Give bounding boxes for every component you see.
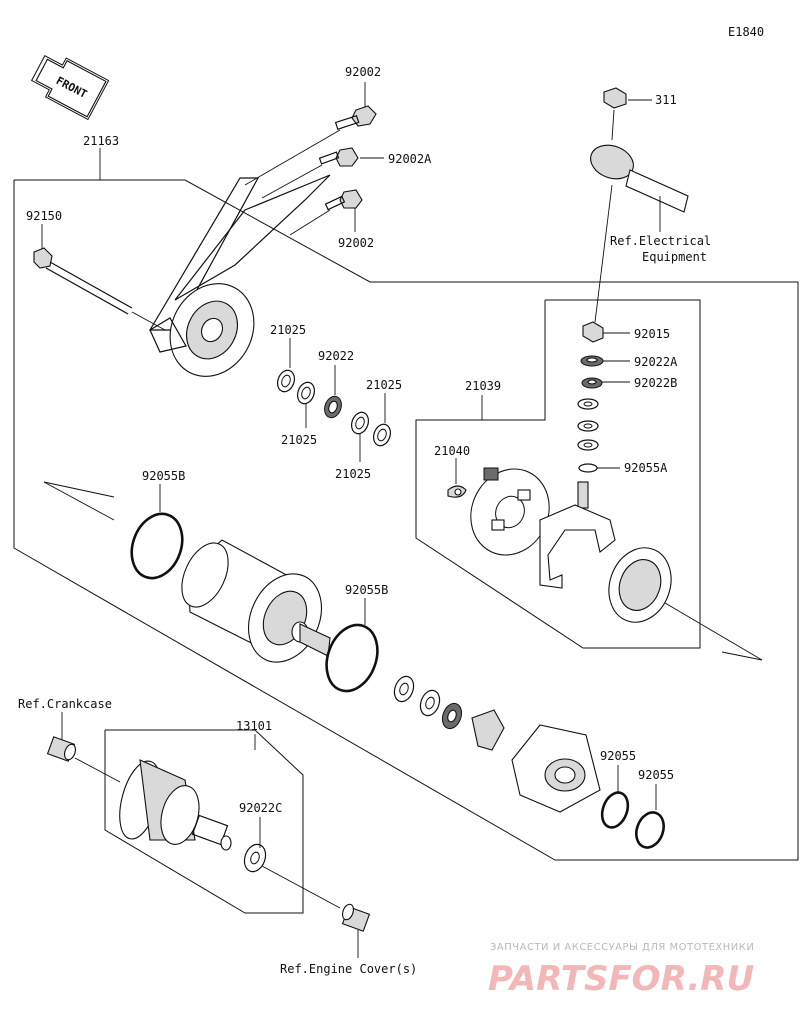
- washer-92022A: [580, 355, 630, 367]
- label-21163: 21163: [83, 134, 119, 148]
- oring-92055A: [578, 463, 620, 473]
- bolt-92002-mid: [289, 189, 363, 236]
- oring-92055B-right: [325, 598, 379, 693]
- brush-holder-yoke: [539, 481, 672, 623]
- terminal-nut-311: [603, 87, 652, 141]
- label-92055A: 92055A: [624, 461, 668, 475]
- through-bolt-92150: [33, 224, 166, 331]
- label-92055B-right: 92055B: [345, 583, 388, 597]
- brush-spring-21040: [447, 458, 467, 498]
- brush-plate: [470, 467, 550, 556]
- label-ref-electrical-equipment: Equipment: [642, 250, 707, 264]
- label-311: 311: [655, 93, 677, 107]
- starter-yoke: [181, 539, 331, 663]
- label-13101: 13101: [236, 719, 272, 733]
- bolt-92002-top: [244, 82, 377, 186]
- brush-group-frame: [415, 299, 701, 649]
- label-ref-crankcase: Ref.Crankcase: [18, 697, 112, 711]
- label-21039: 21039: [465, 379, 501, 393]
- engine-cover-bushing: [341, 903, 371, 958]
- label-92022C: 92022C: [239, 801, 282, 815]
- insulator-stack: [577, 398, 599, 451]
- label-ref-engine-cover: Ref.Engine Cover(s): [280, 962, 417, 976]
- washer-92022B: [581, 377, 630, 389]
- label-92002-top: 92002: [345, 65, 381, 79]
- label-92150: 92150: [26, 209, 62, 223]
- front-washers: [393, 675, 505, 751]
- label-21025-b: 21025: [281, 433, 317, 447]
- starter-clutch-13101: [119, 759, 232, 851]
- label-92022A: 92022A: [634, 355, 678, 369]
- nut-92015: [582, 321, 630, 343]
- label-92015: 92015: [634, 327, 670, 341]
- label-21025-d: 21025: [366, 378, 402, 392]
- label-ref-electrical: Ref.Electrical: [610, 234, 711, 248]
- rear-cover-bracket: [148, 174, 331, 377]
- oring-92055-b: [635, 784, 665, 849]
- clutch-group-frame: [104, 729, 304, 914]
- washer-92022C: [243, 817, 341, 909]
- oring-92055-a: [600, 765, 630, 829]
- watermark-tagline: ЗАПЧАСТИ И АКСЕССУАРЫ ДЛЯ МОТОТЕХНИКИ: [490, 942, 754, 953]
- label-92055-b: 92055: [638, 768, 674, 782]
- label-21040: 21040: [434, 444, 470, 458]
- label-21025-c: 21025: [335, 467, 371, 481]
- label-92022: 92022: [318, 349, 354, 363]
- diagram-code: E1840: [728, 25, 764, 39]
- watermark-logo: PARTSFOR.RU: [488, 959, 754, 999]
- bolt-92002A: [261, 147, 384, 199]
- crankcase-bushing: [46, 712, 121, 783]
- label-92002A: 92002A: [388, 152, 432, 166]
- front-arrow-icon: FRONT: [30, 55, 110, 121]
- label-92055B-left: 92055B: [142, 469, 185, 483]
- label-92002-mid: 92002: [338, 236, 374, 250]
- label-92055-a: 92055: [600, 749, 636, 763]
- cable-boot: [590, 144, 689, 323]
- main-group-frame: [13, 179, 799, 861]
- washer-stack-21025: [276, 338, 392, 462]
- front-cover: [511, 724, 601, 813]
- label-92022B: 92022B: [634, 376, 677, 390]
- label-21025-a: 21025: [270, 323, 306, 337]
- oring-92055B-left: [130, 484, 184, 580]
